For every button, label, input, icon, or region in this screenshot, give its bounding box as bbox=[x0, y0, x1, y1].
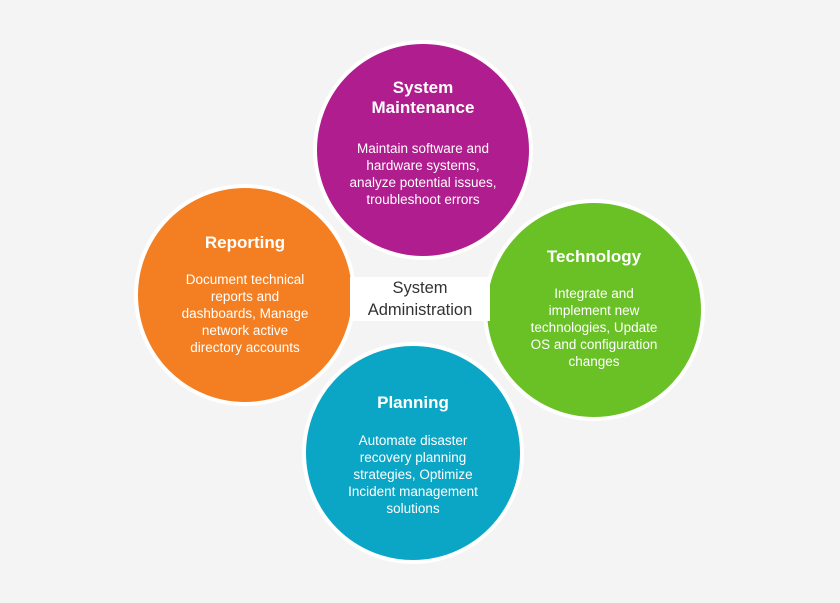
system-maintenance-title: System Maintenance bbox=[371, 78, 475, 117]
planning-description: Automate disaster recovery planning stra… bbox=[348, 433, 478, 516]
reporting-title: Reporting bbox=[204, 233, 286, 252]
planning-title: Planning bbox=[377, 393, 449, 412]
center-label-system-administration: System Administration bbox=[350, 277, 490, 321]
reporting-description: Document technical reports and dashboard… bbox=[181, 272, 309, 355]
system-maintenance-description: Maintain software and hardware systems, … bbox=[349, 141, 497, 207]
technology-description: Integrate and implement new technologies… bbox=[530, 286, 658, 369]
technology-title: Technology bbox=[546, 247, 642, 266]
reporting-circle: Reporting Document technical reports and… bbox=[134, 184, 356, 406]
system-maintenance-circle: System Maintenance Maintain software and… bbox=[313, 40, 533, 260]
technology-circle: Technology Integrate and implement new t… bbox=[483, 199, 705, 421]
planning-circle: Planning Automate disaster recovery plan… bbox=[302, 342, 524, 564]
